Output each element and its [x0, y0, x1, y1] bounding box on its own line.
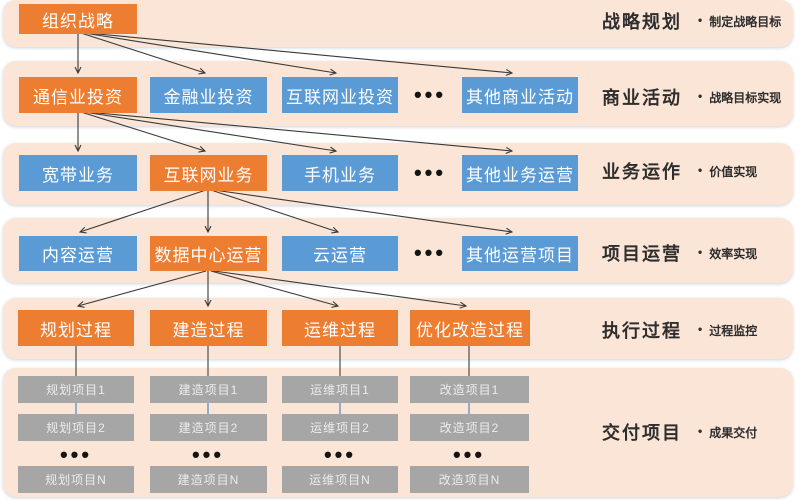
- node-other-business-operation: 其他业务运营: [462, 155, 578, 191]
- stage-title-operation: 业务运作: [602, 162, 682, 182]
- node-optimization-process: 优化改造过程: [410, 310, 530, 346]
- stage-bullet-text: 过程监控: [709, 324, 758, 338]
- node-content-operation: 内容运营: [19, 236, 137, 271]
- stage-bullet-strategy: • 制定战略目标: [698, 13, 781, 30]
- ellipsis-optimization-projects: •••: [452, 442, 486, 467]
- node-maintenance-process: 运维过程: [282, 310, 398, 346]
- bullet-dot: •: [698, 424, 703, 438]
- band-delivery: [3, 368, 793, 497]
- node-maintenance-project-2: 运维项目2: [282, 414, 398, 441]
- node-internet-business: 互联网业务: [150, 155, 267, 191]
- node-construction-project-n: 建造项目N: [150, 466, 267, 493]
- stage-bullet-text: 价值实现: [709, 165, 758, 179]
- node-construction-project-2: 建造项目2: [150, 414, 267, 441]
- stage-bullet-text: 效率实现: [709, 247, 758, 261]
- stage-bullet-business: • 战略目标实现: [698, 89, 781, 106]
- bullet-dot: •: [698, 163, 703, 177]
- node-planning-project-n: 规划项目N: [18, 466, 134, 493]
- stage-title-strategy: 战略规划: [602, 12, 682, 32]
- stage-title-process: 执行过程: [602, 321, 682, 341]
- stage-bullet-project: • 效率实现: [698, 245, 757, 262]
- bullet-dot: •: [698, 13, 703, 27]
- node-datacenter-operation: 数据中心运营: [150, 236, 267, 271]
- bullet-dot: •: [698, 89, 703, 103]
- stage-bullet-operation: • 价值实现: [698, 163, 757, 180]
- node-construction-project-1: 建造项目1: [150, 376, 267, 403]
- stage-bullet-process: • 过程监控: [698, 322, 757, 339]
- node-other-business-activity: 其他商业活动: [462, 77, 578, 113]
- node-construction-process: 建造过程: [150, 310, 267, 346]
- ellipsis-business: •••: [413, 82, 447, 107]
- stage-title-project: 项目运营: [602, 244, 682, 264]
- ellipsis-operation: •••: [413, 160, 447, 185]
- node-planning-project-1: 规划项目1: [18, 376, 134, 403]
- node-optimization-project-n: 改造项目N: [410, 466, 529, 493]
- ellipsis-planning-projects: •••: [59, 442, 93, 467]
- node-internet-investment: 互联网业投资: [282, 77, 398, 113]
- stage-bullet-text: 制定战略目标: [709, 15, 782, 29]
- bullet-dot: •: [698, 245, 703, 259]
- node-planning-process: 规划过程: [18, 310, 134, 346]
- node-finance-investment: 金融业投资: [150, 77, 267, 113]
- band-process: [3, 298, 793, 359]
- node-optimization-project-2: 改造项目2: [410, 414, 529, 441]
- node-planning-project-2: 规划项目2: [18, 414, 134, 441]
- node-other-operation-project: 其他运营项目: [462, 236, 578, 271]
- stage-bullet-delivery: • 成果交付: [698, 424, 757, 441]
- ellipsis-project: •••: [413, 240, 447, 265]
- stage-bullet-text: 战略目标实现: [709, 91, 782, 105]
- ellipsis-maintenance-projects: •••: [323, 442, 357, 467]
- stage-title-delivery: 交付项目: [602, 423, 682, 443]
- stage-bullet-text: 成果交付: [709, 426, 758, 440]
- node-mobile-business: 手机业务: [282, 155, 398, 191]
- node-broadband-business: 宽带业务: [19, 155, 137, 191]
- ellipsis-construction-projects: •••: [191, 442, 225, 467]
- stage-title-business: 商业活动: [602, 88, 682, 108]
- node-telecom-investment: 通信业投资: [19, 77, 137, 113]
- node-cloud-operation: 云运营: [282, 236, 398, 271]
- node-optimization-project-1: 改造项目1: [410, 376, 529, 403]
- node-maintenance-project-1: 运维项目1: [282, 376, 398, 403]
- bullet-dot: •: [698, 322, 703, 336]
- node-org-strategy: 组织战略: [19, 4, 137, 34]
- node-maintenance-project-n: 运维项目N: [282, 466, 398, 493]
